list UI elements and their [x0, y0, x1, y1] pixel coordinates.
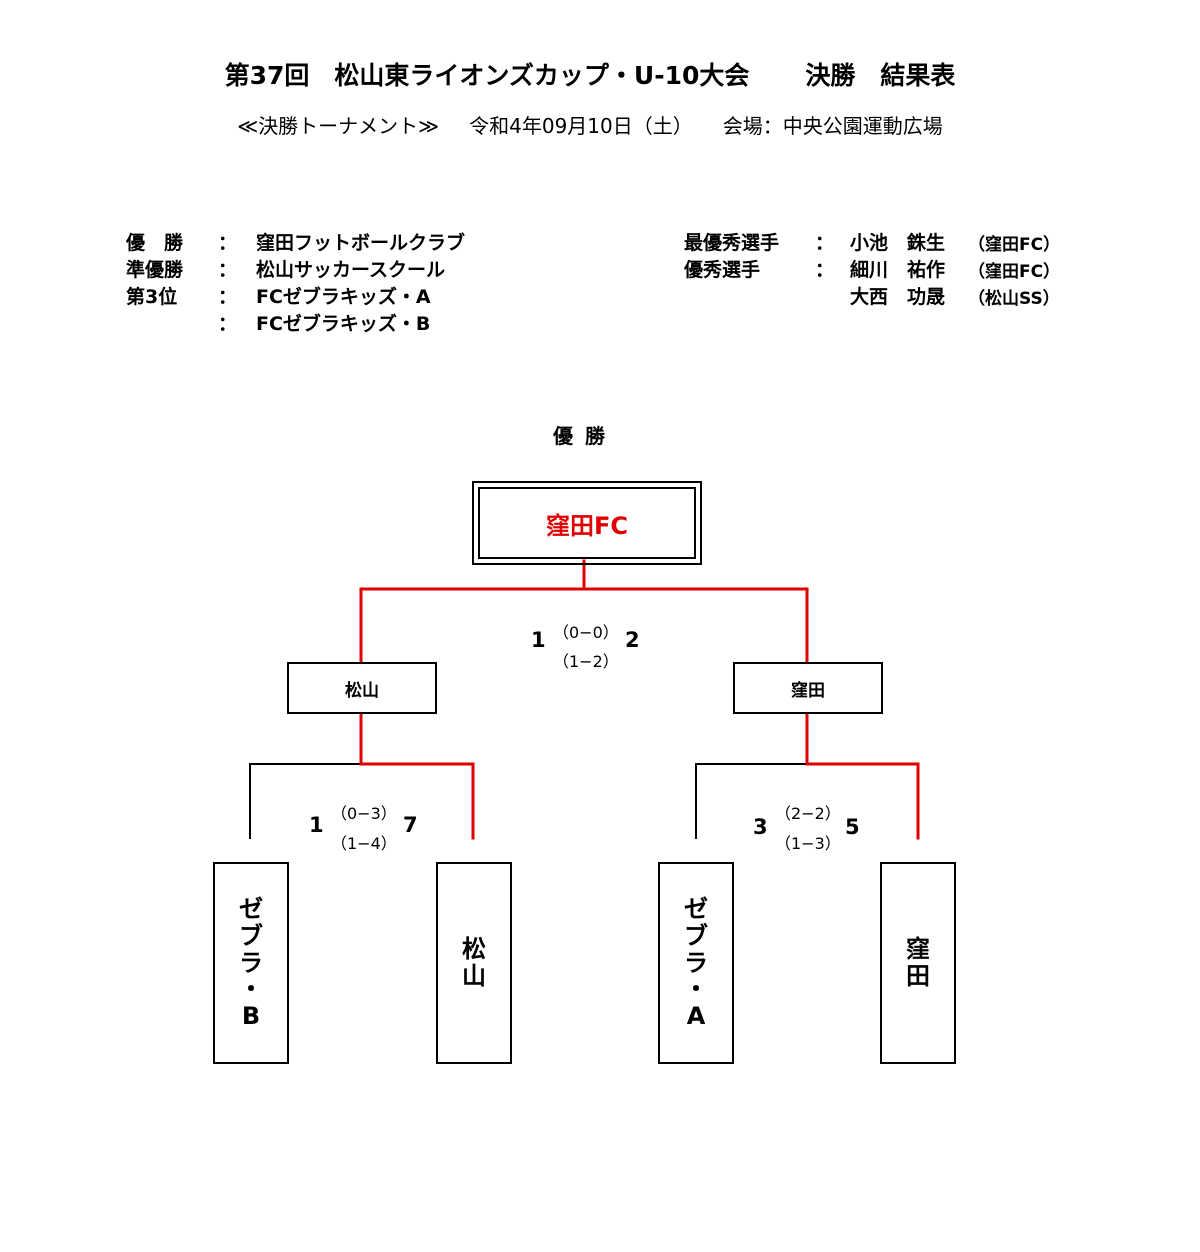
final-half2: （1−2） [553, 652, 619, 671]
semi-right-half1: （2−2） [775, 804, 841, 823]
semi-box-right: 窪田 [733, 662, 883, 714]
award-name-3: 大西 功晟 [850, 286, 946, 308]
award-sep-2: ： [815, 259, 835, 281]
result-team-1: 窪田フットボールクラブ [256, 232, 466, 254]
semi-right-half2: （1−3） [775, 834, 841, 853]
team-box-matsuyama: 松 山 [436, 862, 512, 1064]
team-char: 山 [462, 962, 486, 990]
team-char: 松 [462, 935, 486, 964]
team-char: 田 [906, 962, 930, 990]
team-box-zebra-b: ゼ ブ ラ ・ B [213, 862, 289, 1064]
champion-name: 窪田FC [478, 487, 696, 559]
semi-left-half2: （1−4） [331, 834, 397, 853]
team-char: ラ [684, 948, 708, 977]
award-label-1: 最優秀選手 [684, 232, 780, 254]
page-subtitle: ≪決勝トーナメント≫ 令和4年09月10日（土） 会場：中央公園運動広場 [0, 110, 1180, 139]
award-team-1: （窪田FC） [968, 235, 1061, 255]
team-char: ラ [239, 948, 263, 977]
subtitle-date: 令和4年09月10日（土） [469, 114, 693, 138]
result-sep-4: ： [218, 313, 238, 335]
team-char: ゼ [684, 894, 708, 923]
award-label-2: 優秀選手 [684, 259, 761, 281]
semi-left-left-score: 1 [309, 813, 324, 837]
final-left-score: 1 [531, 628, 546, 652]
team-char: ブ [239, 921, 263, 950]
semi-left-half1: （0−3） [331, 804, 397, 823]
result-team-3: FCゼブラキッズ・A [256, 286, 431, 308]
winner-label: 優勝 [553, 424, 617, 448]
team-char: 窪 [906, 935, 930, 964]
semi-box-left: 松山 [287, 662, 437, 714]
team-char: A [686, 1002, 706, 1031]
subtitle-venue: 会場：中央公園運動広場 [722, 114, 943, 138]
final-right-score: 2 [625, 628, 640, 652]
final-half1: （0−0） [553, 623, 619, 642]
result-label-3: 第3位 [126, 286, 178, 308]
team-char: B [241, 1002, 261, 1031]
award-name-2: 細川 祐作 [850, 259, 946, 281]
title-result: 決勝 結果表 [805, 61, 956, 90]
team-char: ゼ [239, 894, 263, 923]
award-team-2: （窪田FC） [968, 262, 1061, 282]
semi-right-right-score: 5 [845, 815, 860, 839]
team-box-zebra-a: ゼ ブ ラ ・ A [658, 862, 734, 1064]
team-char: ・ [239, 975, 263, 1004]
result-team-4: FCゼブラキッズ・B [256, 313, 431, 335]
semi-left-right-score: 7 [403, 813, 418, 837]
team-char: ブ [684, 921, 708, 950]
result-sep-3: ： [218, 286, 238, 308]
result-team-2: 松山サッカースクール [256, 259, 446, 281]
result-sep-1: ： [218, 232, 238, 254]
team-box-kubota: 窪 田 [880, 862, 956, 1064]
result-label-1: 優 勝 [126, 232, 184, 254]
result-label-2: 準優勝 [126, 259, 184, 281]
award-team-3: （松山SS） [968, 289, 1060, 309]
award-name-1: 小池 銖生 [850, 232, 946, 254]
award-sep-1: ： [815, 232, 835, 254]
team-char: ・ [684, 975, 708, 1004]
title-main: 第37回 松山東ライオンズカップ・U-10大会 [224, 61, 750, 90]
semi-right-left-score: 3 [753, 815, 768, 839]
subtitle-tournament: ≪決勝トーナメント≫ [237, 114, 440, 138]
page-title: 第37回 松山東ライオンズカップ・U-10大会 決勝 結果表 [0, 56, 1180, 92]
champion-box: 窪田FC [472, 481, 702, 565]
result-sep-2: ： [218, 259, 238, 281]
